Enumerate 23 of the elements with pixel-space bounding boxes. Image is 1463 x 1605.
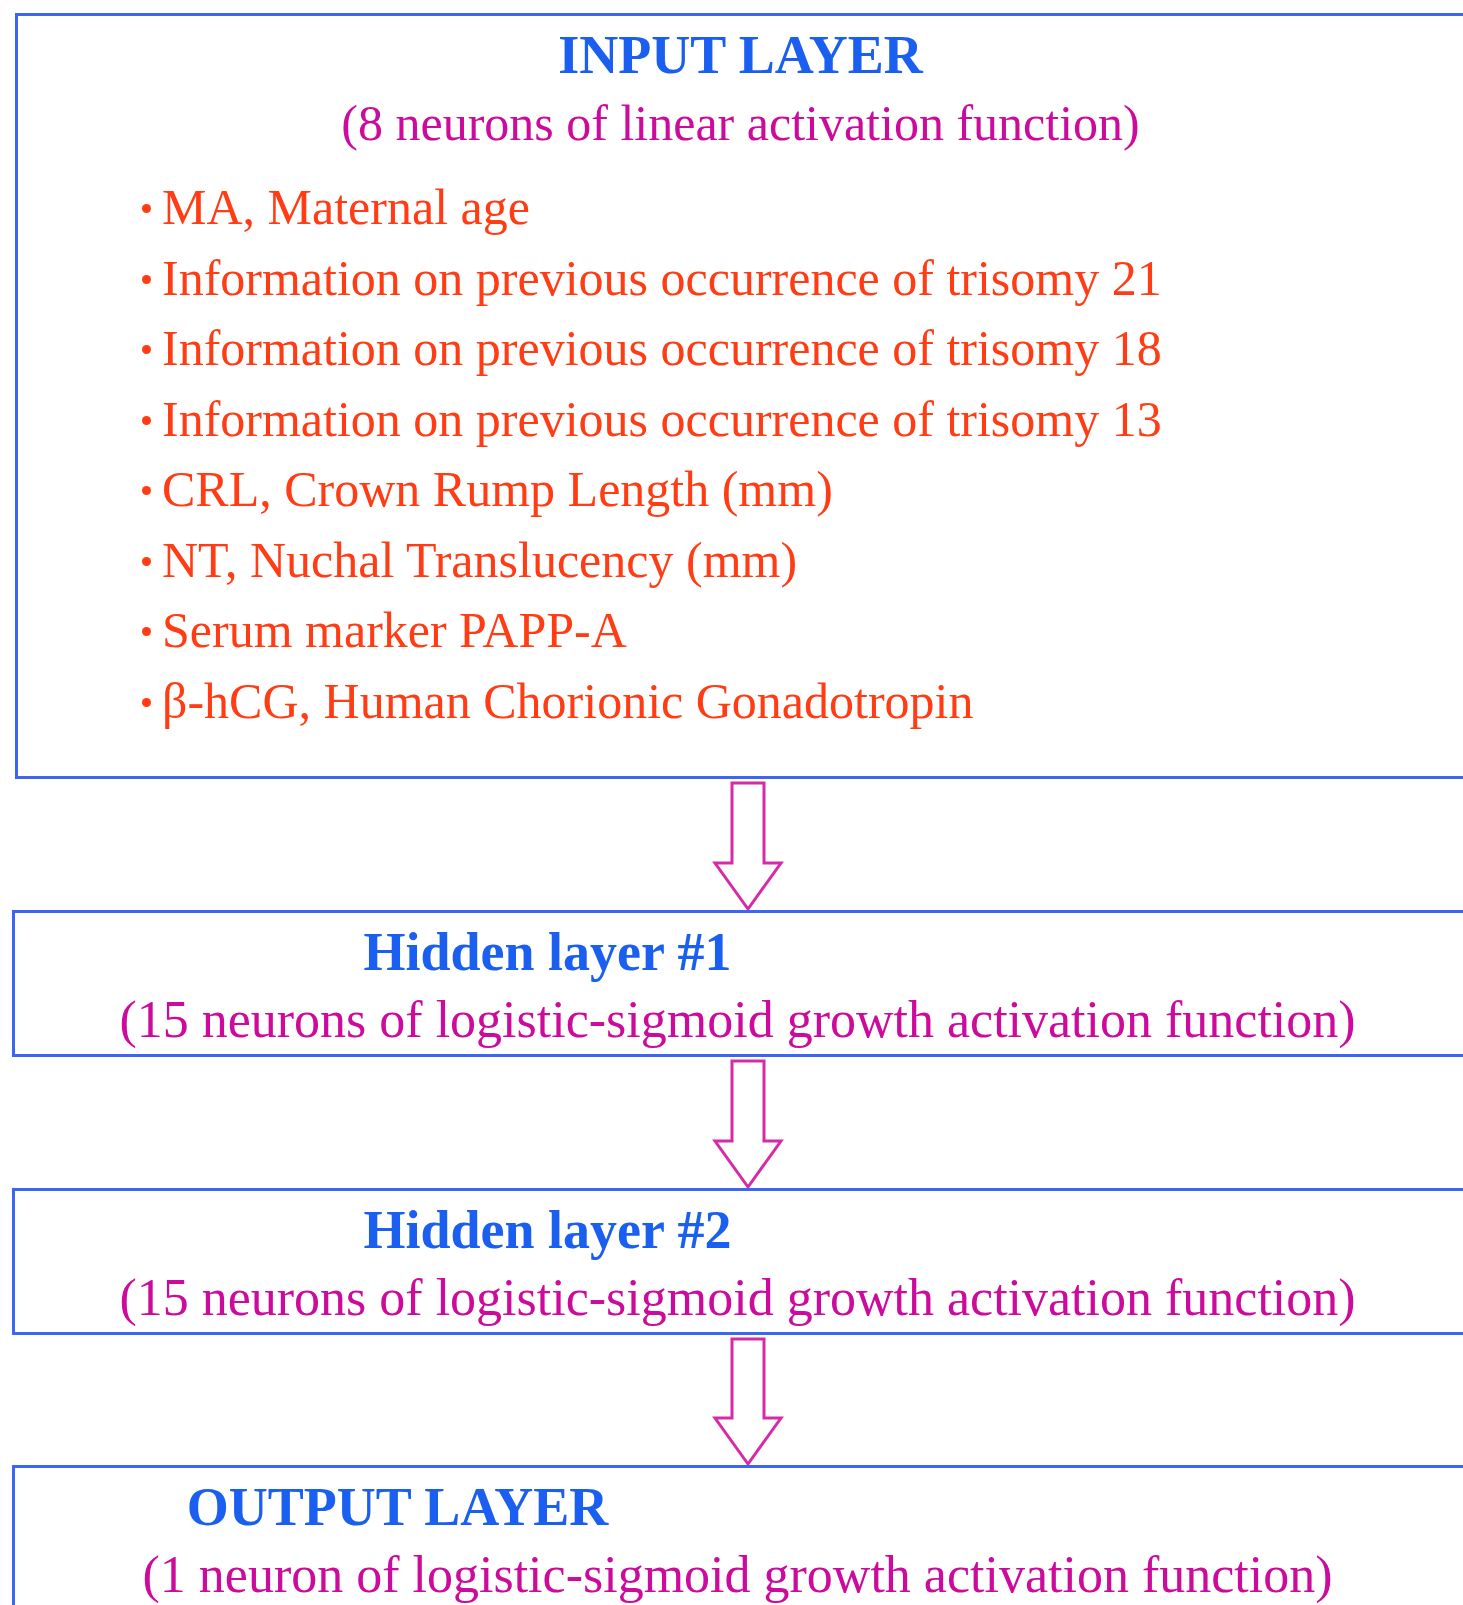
layer-box (12, 1465, 1463, 1605)
layer-description: (8 neurons of linear activation function) (340, 94, 1141, 153)
input-variable: MA, Maternal age (140, 172, 1463, 243)
layer-description: (15 neurons of logistic-sigmoid growth activation function) (118, 1268, 1357, 1328)
layer-title: Hidden layer #2 (362, 1199, 733, 1262)
layer-description: (15 neurons of logistic-sigmoid growth activation function) (118, 990, 1357, 1050)
input-variable: Information on previous occurrence of trisomy 13 (140, 383, 1463, 454)
input-variable: NT, Nuchal Translucency (mm) (140, 524, 1463, 595)
layer-title: Hidden layer #1 (362, 921, 733, 984)
layer-box (12, 910, 1463, 1057)
input-variable: Information on previous occurrence of trisomy 18 (140, 313, 1463, 384)
layer-title: OUTPUT LAYER (185, 1476, 610, 1539)
block-arrow (712, 1059, 784, 1190)
layer-title: INPUT LAYER (557, 24, 925, 87)
layer-box (15, 13, 1463, 779)
input-variable: β-hCG, Human Chorionic Gonadotropin (140, 665, 1463, 736)
input-variable: Information on previous occurrence of trisomy 21 (140, 242, 1463, 313)
input-variable: Serum marker PAPP-A (140, 595, 1463, 666)
input-variable: CRL, Crown Rump Length (mm) (140, 454, 1463, 525)
block-arrow (712, 781, 784, 912)
layer-box (12, 1188, 1463, 1335)
block-arrow (712, 1337, 784, 1467)
layer-description: (1 neuron of logistic-sigmoid growth activation function) (141, 1545, 1334, 1605)
